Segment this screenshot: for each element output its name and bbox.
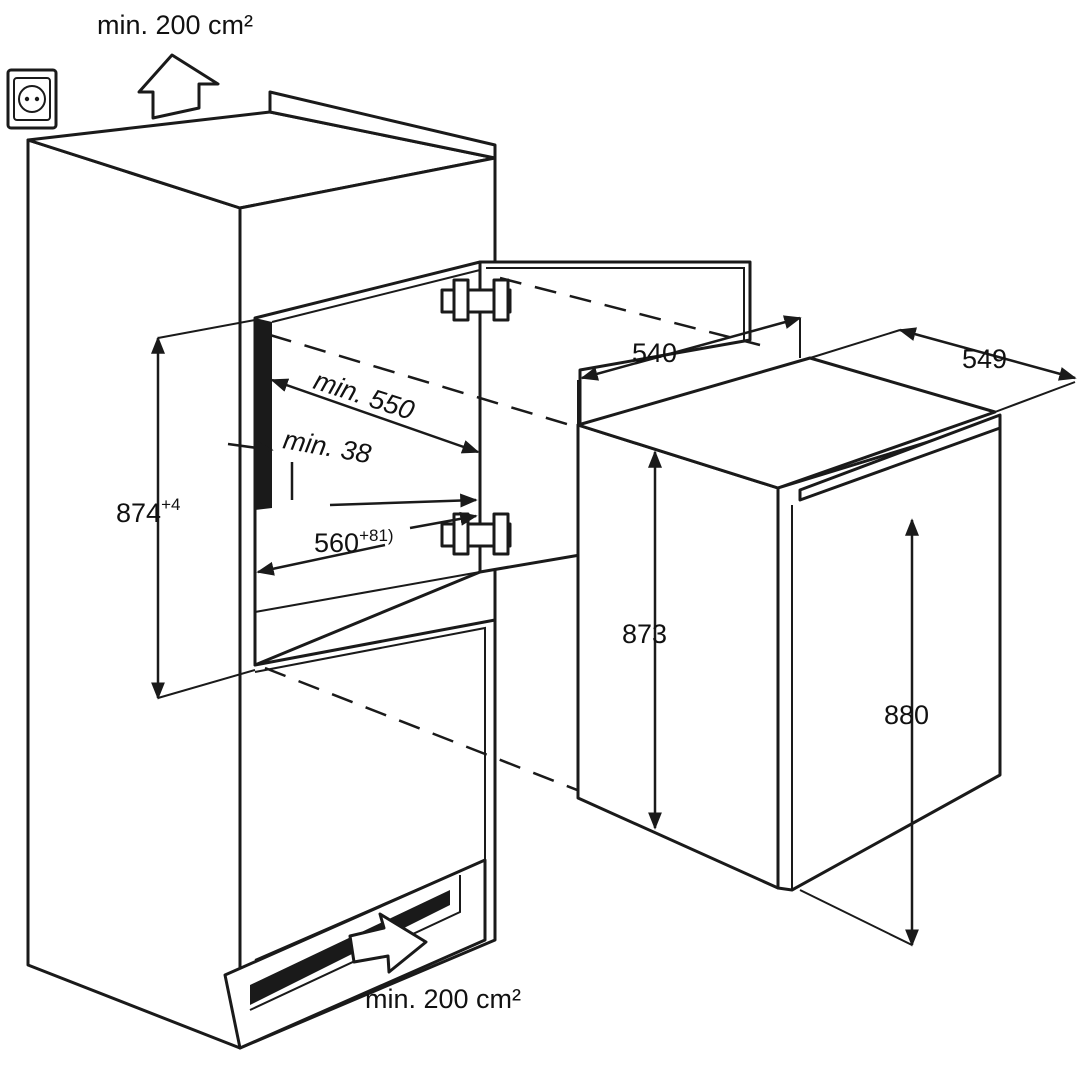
appliance-width-label: 540 (632, 338, 677, 368)
air-inlet-arrow-icon (348, 912, 428, 974)
appliance-total-height-label: 880 (884, 700, 929, 730)
hinge-upper-icon (440, 278, 512, 322)
vent-bottom-label: min. 200 cm² (365, 984, 521, 1014)
niche-width-label: 560+81) (314, 526, 394, 558)
vent-top-label: min. 200 cm² (97, 10, 253, 40)
dimension-lines (151, 315, 1077, 947)
appliance-body-height-label: 873 (622, 619, 667, 649)
appliance (576, 356, 1002, 892)
power-socket-icon (6, 68, 58, 130)
appliance-depth-label: 549 (962, 344, 1007, 374)
niche-height-label: 874+4 (116, 495, 180, 528)
air-outlet-arrow-icon (137, 53, 220, 120)
